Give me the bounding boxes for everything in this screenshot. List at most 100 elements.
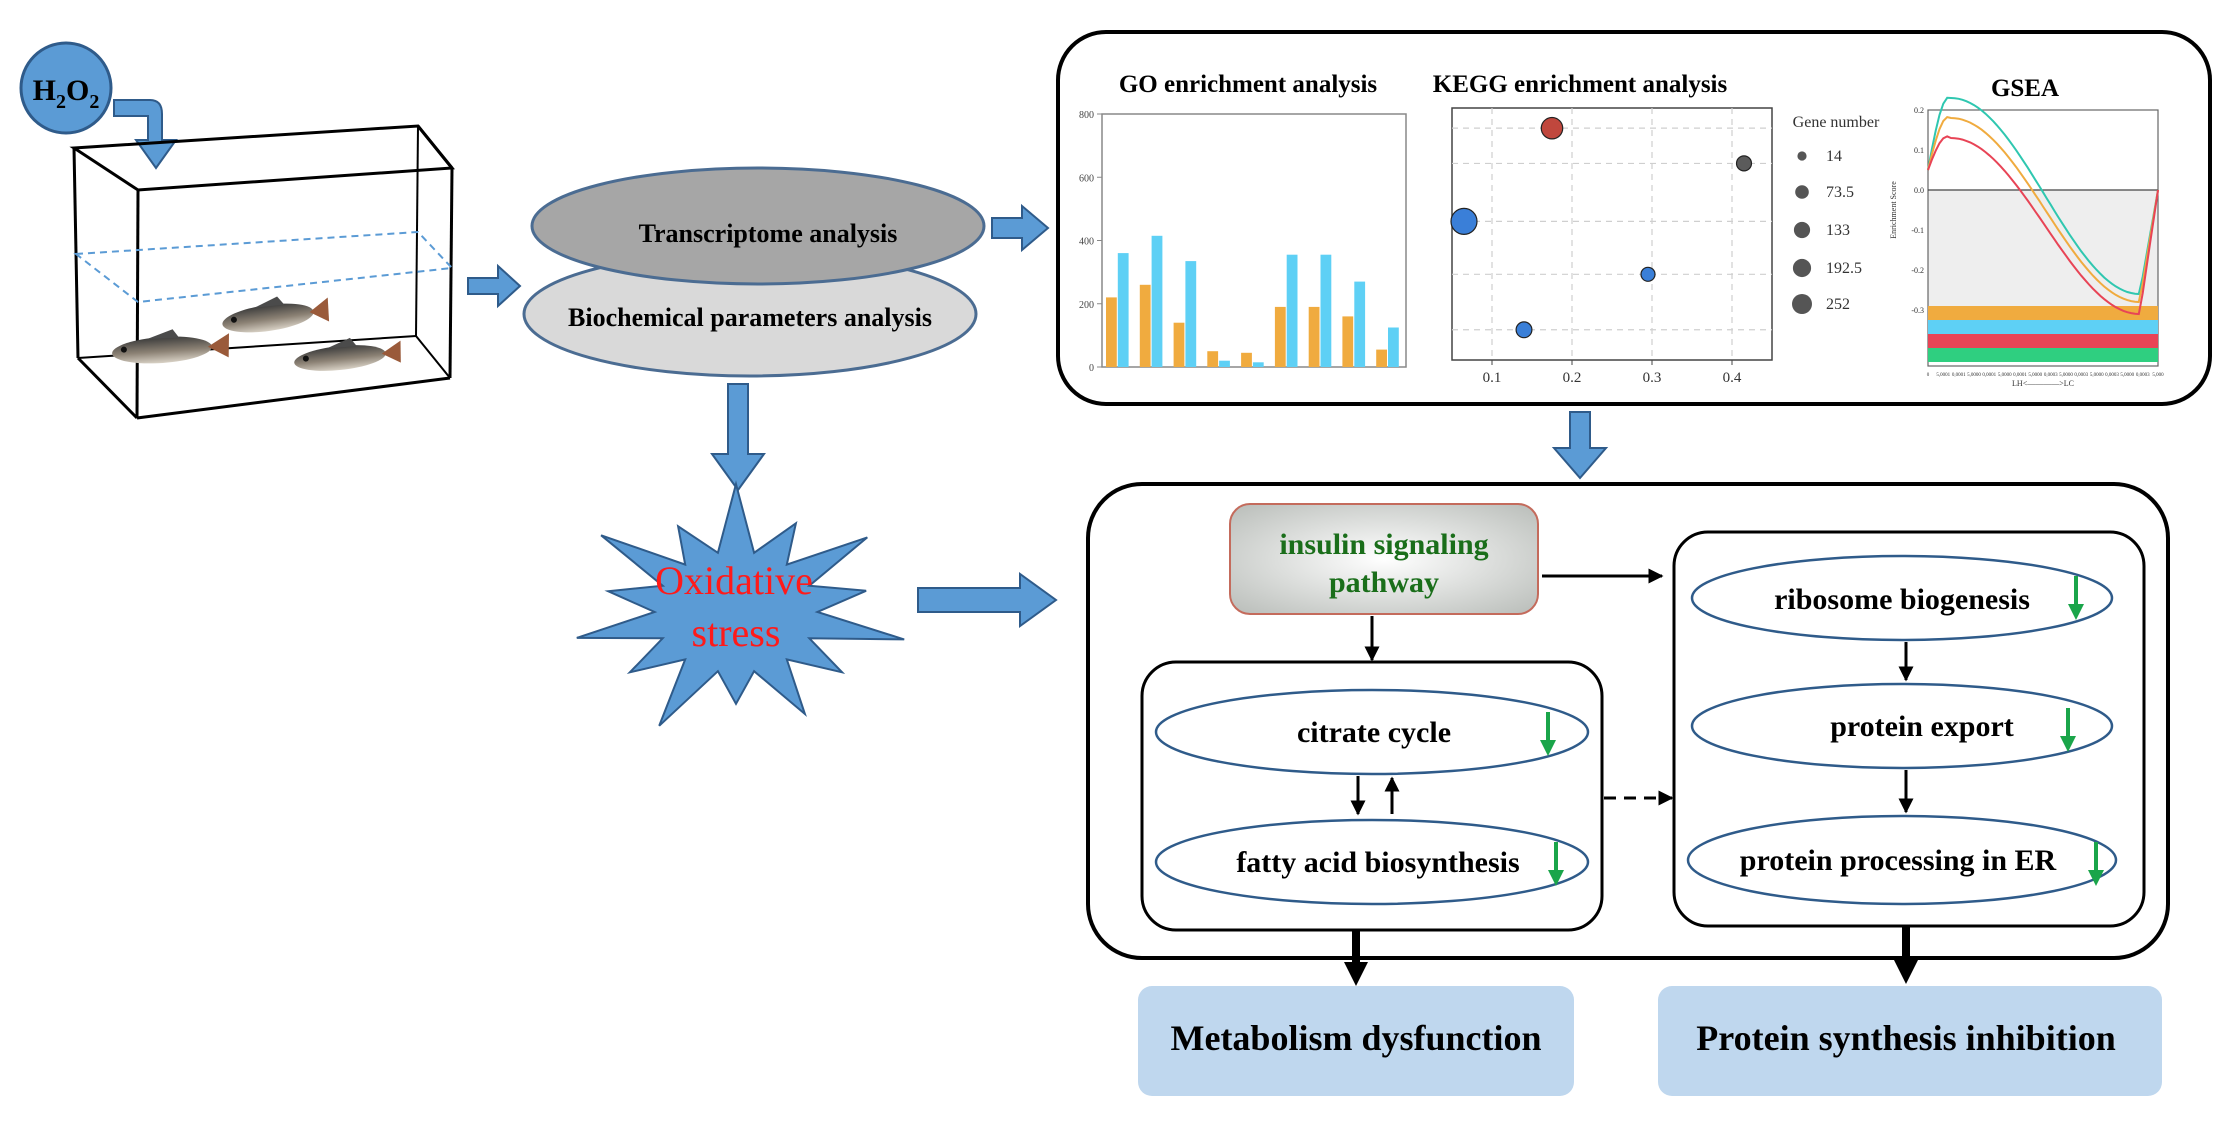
fish-3 (294, 337, 401, 371)
gsea-chart: GSEA 0.20.10.0-0.1-0.2-0.3 Enrichment Sc… (1889, 75, 2164, 388)
kegg-legend-label: 133 (1826, 222, 1850, 239)
go-y-tick-label: 0 (1089, 363, 1094, 374)
protein-synthesis-inhibition-box: Protein synthesis inhibition (1658, 986, 2162, 1096)
go-y-tick-label: 600 (1079, 173, 1094, 184)
go-bar (1354, 281, 1366, 367)
gsea-x-tick-label: 0,0003 (2136, 373, 2150, 378)
gsea-x-tick-label: 0,0001 (1982, 373, 1996, 378)
protein-processing-down-arrow-icon (2088, 842, 2104, 886)
go-bar (1139, 284, 1151, 367)
gsea-negative-shade (1928, 190, 2158, 306)
kegg-legend-title: Gene number (1793, 114, 1880, 131)
kegg-x-tick-label: 0.1 (1483, 370, 1502, 386)
go-title: GO enrichment analysis (1119, 71, 1378, 98)
fatty-acid-label: fatty acid biosynthesis (1236, 846, 1519, 879)
insulin-line2: pathway (1329, 566, 1439, 599)
go-bar (1274, 306, 1286, 367)
go-bar (1207, 351, 1219, 367)
fatty-acid-down-arrow-icon (1548, 842, 1564, 886)
gsea-x-tick-label: 5,0000 (1998, 373, 2012, 378)
kegg-plot-frame (1451, 107, 1773, 361)
gsea-x-tick-label: 5,0000 (1967, 373, 1981, 378)
kegg-x-tick-label: 0.4 (1723, 370, 1742, 386)
kegg-point (1515, 321, 1533, 339)
gsea-x-tick-label: 5,0000 (2120, 373, 2134, 378)
kegg-point (1640, 266, 1656, 282)
kegg-legend-label: 14 (1826, 148, 1842, 165)
gsea-y-tick-label: 0.1 (1914, 146, 1924, 155)
gsea-ylabel: Enrichment Score (1889, 181, 1898, 239)
protein-export-down-arrow-icon (2060, 708, 2076, 752)
gsea-x-tick-label: 0,0003 (2105, 373, 2119, 378)
kegg-point (1735, 155, 1753, 172)
go-bar (1106, 297, 1117, 367)
h2o2-sub2: 2 (89, 91, 99, 113)
gsea-x-tick-label: 5,0000 (2059, 373, 2073, 378)
gsea-hit-band (1928, 306, 2158, 320)
insulin-signaling-box: insulin signaling pathway (1229, 503, 1539, 615)
go-bar (1320, 254, 1332, 367)
charts-to-pathway-arrow (1551, 411, 1609, 480)
gsea-x-tick-label: 0,0003 (2074, 373, 2088, 378)
citrate-cycle-node: citrate cycle (1154, 688, 1590, 776)
protein-processing-label: protein processing in ER (1740, 844, 2057, 877)
h2o2-arrow (113, 99, 178, 170)
gsea-x-tick-label: 0,0001 (1952, 373, 1966, 378)
gsea-x-tick-label: 5,0000 (2090, 373, 2104, 378)
gsea-x-tick-label: 0,0003 (2044, 373, 2058, 378)
gsea-plot-frame (1927, 109, 2159, 367)
go-bar (1151, 235, 1163, 367)
gsea-curve (1927, 115, 2159, 304)
gsea-y-tick-label: 0.2 (1914, 106, 1924, 115)
kegg-x-tick-label: 0.2 (1563, 370, 1582, 386)
kegg-chart: KEGG enrichment analysis 0.1 0.2 0.3 0.4 Ge… (1433, 71, 1880, 386)
stress-line2: stress (692, 610, 781, 655)
protein-synthesis-inhibition-label: Protein synthesis inhibition (1696, 1018, 2115, 1058)
gsea-curve (1927, 96, 2159, 296)
down-regulated-icons (1540, 576, 2104, 886)
go-bar (1308, 306, 1320, 367)
gsea-curve (1927, 135, 2159, 316)
biochemical-ellipse: Biochemical parameters analysis (522, 250, 978, 378)
gsea-title: GSEA (1991, 75, 2059, 102)
stress-line1: Oxidative (655, 558, 813, 603)
fish-2 (112, 329, 229, 364)
kegg-legend-dot (1793, 221, 1811, 239)
gsea-y-tick-label: -0.3 (1911, 306, 1924, 315)
oxidative-stress-burst: Oxidative stress (576, 480, 905, 727)
metabolism-dysfunction-label: Metabolism dysfunction (1170, 1018, 1541, 1058)
go-bar (1376, 349, 1387, 367)
go-y-tick-label: 400 (1079, 237, 1094, 248)
metabolism-dysfunction-box: Metabolism dysfunction (1138, 986, 1574, 1096)
go-bar (1241, 352, 1252, 367)
ribosome-biogenesis-label: ribosome biogenesis (1774, 583, 2030, 616)
kegg-legend-dot (1792, 294, 1812, 314)
citrate-cycle-label: citrate cycle (1297, 716, 1451, 749)
stress-to-pathway-arrow (917, 572, 1058, 628)
gsea-x-tick-label: 5,0000 (2028, 373, 2042, 378)
go-y-tick-label: 800 (1079, 110, 1094, 121)
go-bar (1342, 316, 1354, 367)
h2o2-bubble: H2O2 (19, 41, 113, 135)
go-bar (1252, 362, 1264, 367)
gsea-y-tick-label: -0.2 (1911, 266, 1924, 275)
kegg-legend-dot (1792, 258, 1812, 278)
gsea-x-tick-label: 5,000 (2152, 373, 2164, 378)
analysis-to-stress-arrow (710, 383, 766, 492)
protein-export-label: protein export (1830, 710, 2014, 743)
kegg-x-tick-label: 0.3 (1643, 370, 1662, 386)
gsea-hit-band (1928, 334, 2158, 348)
analysis-to-charts-arrow (991, 203, 1050, 253)
kegg-title: KEGG enrichment analysis (1433, 71, 1728, 98)
svg-text:H2O2: H2O2 (33, 74, 100, 113)
citrate-down-arrow-icon (1540, 712, 1556, 756)
protein-processing-node: protein processing in ER (1686, 814, 2118, 906)
gsea-x-tick-label: 0 (1927, 373, 1930, 378)
go-bar (1286, 254, 1298, 367)
charts-panel (1056, 30, 2212, 406)
gsea-y-tick-label: 0.0 (1914, 186, 1924, 195)
ribosome-biogenesis-node: ribosome biogenesis (1690, 554, 2114, 642)
gsea-xlabel: LH<————>LC (2012, 379, 2074, 388)
